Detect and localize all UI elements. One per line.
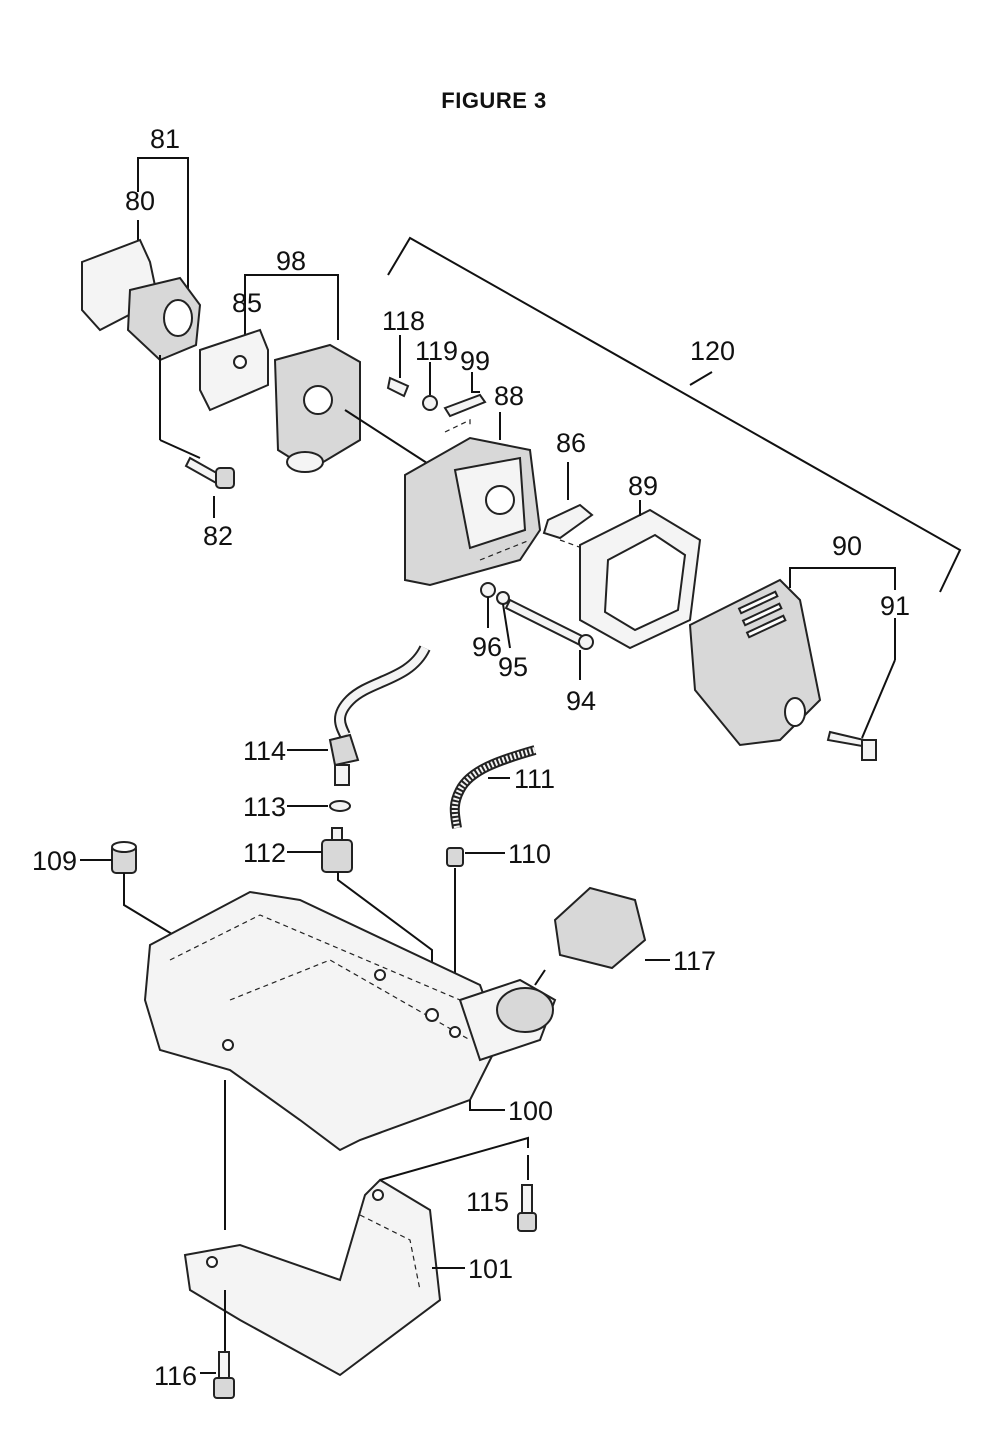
callout-96: 96 bbox=[472, 632, 502, 662]
callout-99: 99 bbox=[460, 346, 490, 376]
callout-81: 81 bbox=[150, 124, 180, 154]
figure-title: FIGURE 3 bbox=[441, 88, 547, 113]
fuel-tank-shape bbox=[143, 890, 502, 1152]
callout-119: 119 bbox=[415, 336, 458, 366]
callout-86: 86 bbox=[556, 428, 586, 458]
filter-element bbox=[579, 500, 702, 650]
cover-bolt-hardware bbox=[480, 582, 594, 680]
choke-hardware bbox=[386, 335, 487, 418]
air-cleaner-base bbox=[404, 412, 542, 587]
fuel-line-assembly bbox=[287, 645, 433, 1012]
choke-plate bbox=[542, 462, 594, 549]
base-plate bbox=[183, 1136, 537, 1399]
callout-88: 88 bbox=[494, 381, 524, 411]
callout-110: 110 bbox=[508, 839, 551, 869]
callout-labels: 81 80 82 85 98 118 119 99 88 86 89 120 9… bbox=[32, 124, 910, 1391]
callout-116: 116 bbox=[154, 1361, 197, 1391]
callout-100: 100 bbox=[508, 1096, 553, 1126]
air-cleaner-bracket bbox=[387, 236, 962, 593]
callout-112: 112 bbox=[243, 838, 286, 868]
fuel-cap-shape bbox=[553, 886, 647, 970]
callout-85: 85 bbox=[232, 288, 262, 318]
callout-117: 117 bbox=[673, 946, 716, 976]
callout-91: 91 bbox=[880, 591, 910, 621]
fuel-tank bbox=[143, 890, 557, 1230]
callout-101: 101 bbox=[468, 1254, 513, 1284]
callout-120: 120 bbox=[690, 336, 735, 366]
base-plate-shape bbox=[183, 1178, 442, 1377]
carburetor-assembly bbox=[199, 274, 431, 473]
callout-109: 109 bbox=[32, 846, 77, 876]
insulator-assembly bbox=[81, 157, 235, 518]
callout-90: 90 bbox=[832, 531, 862, 561]
callout-114: 114 bbox=[243, 736, 286, 766]
callout-111: 111 bbox=[514, 764, 555, 794]
callout-113: 113 bbox=[243, 792, 286, 822]
callout-80: 80 bbox=[125, 186, 155, 216]
callout-118: 118 bbox=[382, 306, 425, 336]
air-cleaner-cover bbox=[688, 567, 896, 761]
callout-89: 89 bbox=[628, 471, 658, 501]
callout-115: 115 bbox=[466, 1187, 509, 1217]
gasket-85-shape bbox=[199, 328, 269, 412]
callout-95: 95 bbox=[498, 652, 528, 682]
fuel-cap bbox=[534, 886, 670, 986]
vent-assembly bbox=[446, 745, 537, 1032]
callout-94: 94 bbox=[566, 686, 596, 716]
callout-98: 98 bbox=[276, 246, 306, 276]
callout-82: 82 bbox=[203, 521, 233, 551]
